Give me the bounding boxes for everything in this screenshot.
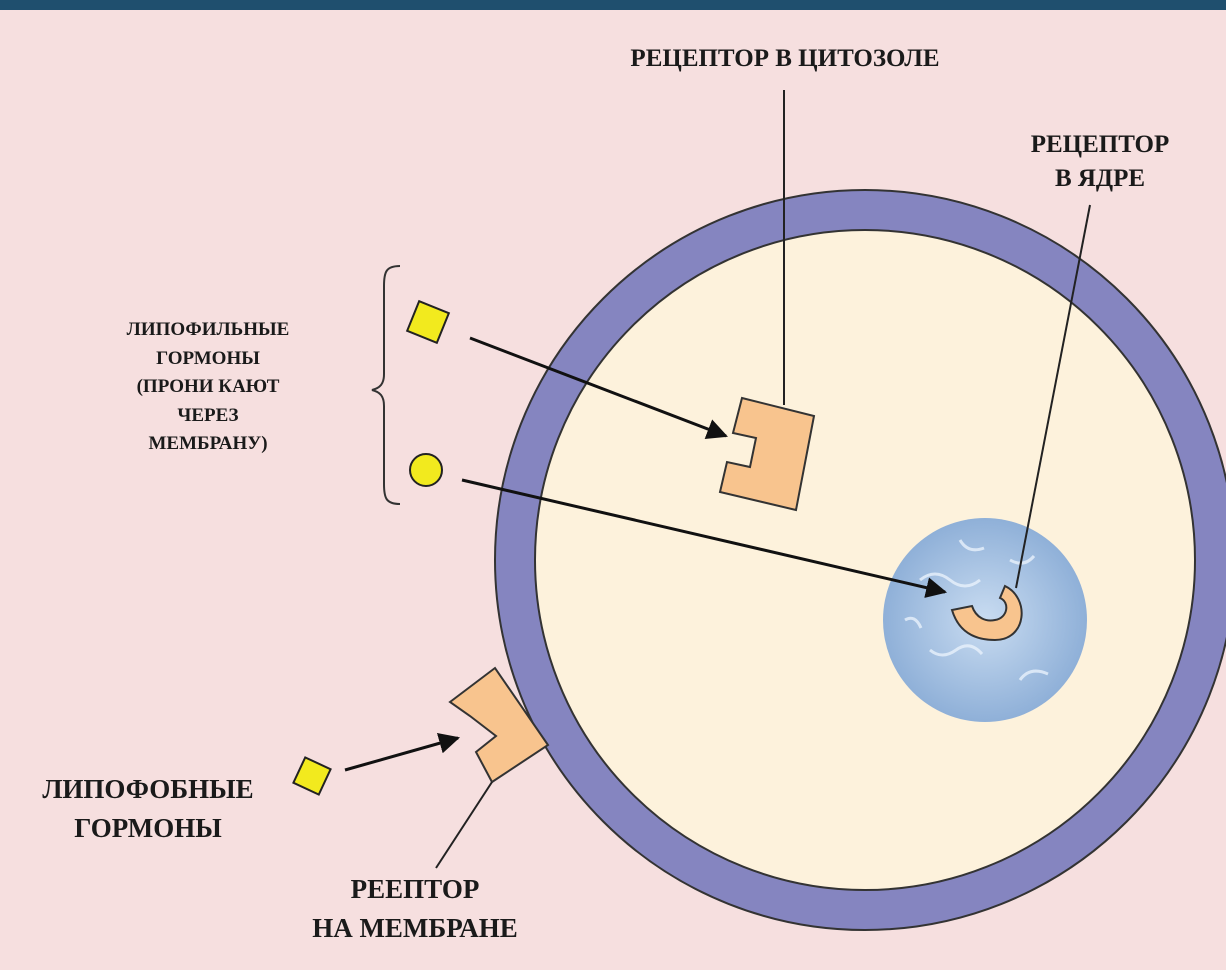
label-lipophobic-hormones: ЛИПОФОБНЫЕ ГОРМОНЫ [8,770,288,848]
lipophilic-hormone-square [407,301,449,343]
lipophilic-hormone-circle [410,454,442,486]
lipophilic-bracket [372,266,400,504]
lipophobic-hormone-square [293,757,330,794]
leader-membrane [436,782,492,868]
label-receptor-cytosol: РЕЦЕПТОР В ЦИТОЗОЛЕ [560,44,1010,75]
label-lipophilic-hormones: ЛИПОФИЛЬНЫЕ ГОРМОНЫ (ПРОНИ КАЮТ ЧЕРЕЗ МЕ… [88,316,328,459]
label-receptor-membrane: РЕЕПТОР НА МЕМБРАНЕ [250,870,580,948]
label-receptor-nucleus: РЕЦЕПТОР В ЯДРЕ [990,128,1210,196]
arrow-to-membrane-receptor [345,738,458,770]
cytoplasm [535,230,1195,890]
